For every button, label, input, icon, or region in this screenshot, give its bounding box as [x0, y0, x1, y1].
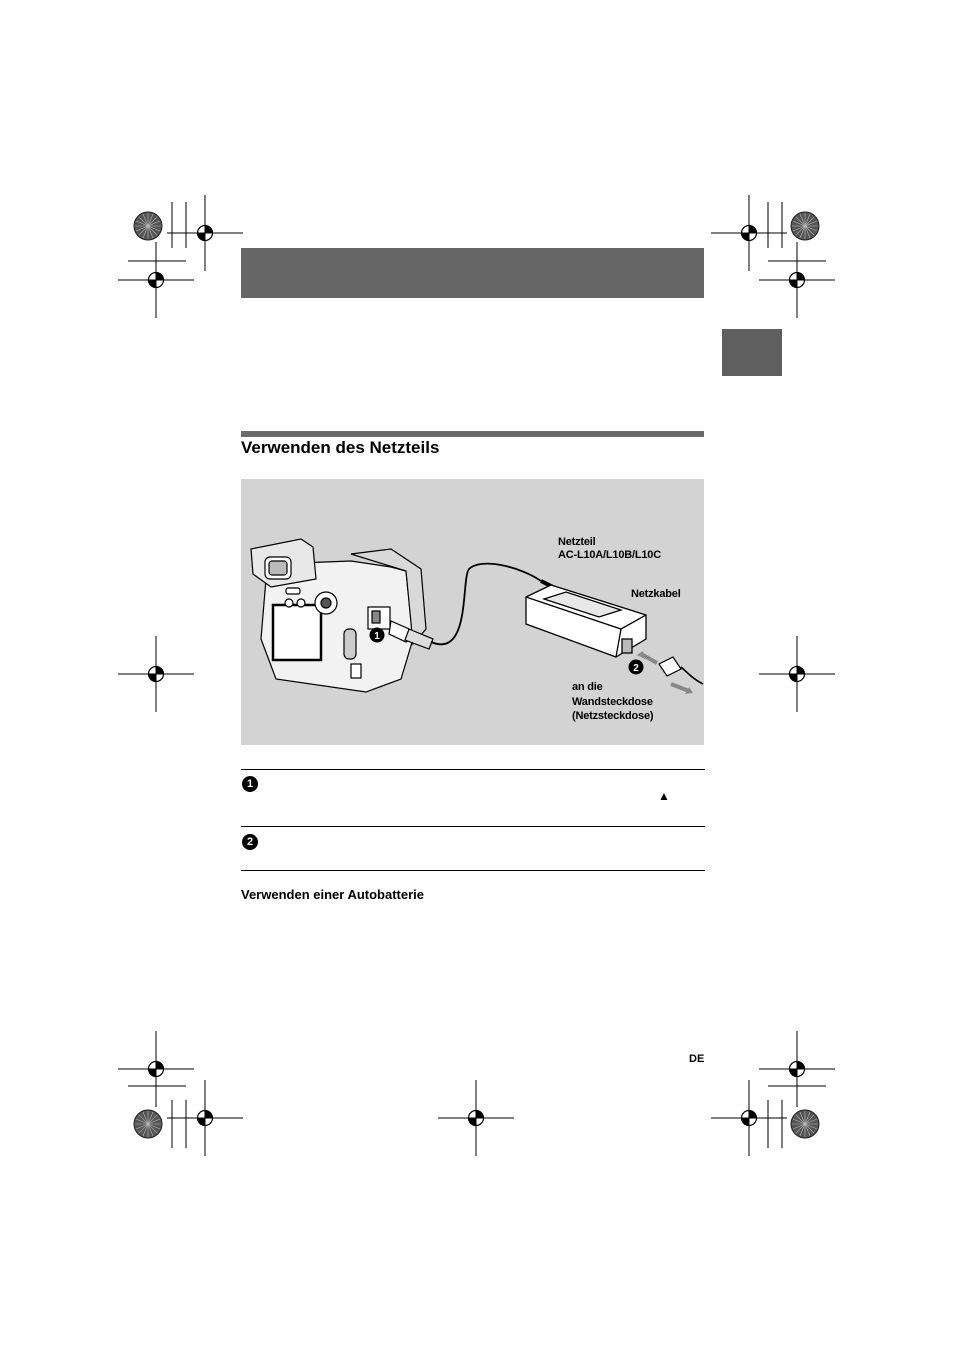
- camera-adapter-illustration: 1 2: [250, 538, 704, 694]
- section-rule: [241, 431, 704, 437]
- language-code: DE: [689, 1053, 705, 1065]
- outlet-label-line1: an die: [572, 681, 603, 693]
- step-rule-top: [241, 769, 705, 770]
- outlet-label-line2: Wandsteckdose: [572, 696, 653, 708]
- subsection-title: Verwenden einer Autobatterie: [241, 887, 425, 902]
- step-rule-bottom: [241, 870, 705, 871]
- chapter-header-bar: [241, 248, 704, 298]
- callout-1-badge: [369, 627, 385, 643]
- illustration-panel: 1 2 Netzteil AC-L10A/L10B/L10C Netzkabel…: [241, 479, 704, 745]
- step-2-badge: 2: [242, 834, 258, 850]
- continue-arrow-icon: ▲: [658, 789, 670, 803]
- step-rule-middle: [241, 826, 705, 827]
- ac-adapter-drawing: [525, 584, 647, 658]
- outlet-label-line3: (Netzsteckdose): [572, 710, 654, 722]
- power-cord-label: Netzkabel: [631, 588, 681, 600]
- chapter-side-tab: [722, 329, 782, 376]
- callout-2-badge: [628, 659, 644, 675]
- adapter-label-line2: AC-L10A/L10B/L10C: [558, 549, 661, 561]
- camera-drawing: [250, 538, 427, 693]
- step-1-badge: 1: [242, 776, 258, 792]
- callout-1-text: 1: [374, 631, 380, 642]
- callout-2-text: 2: [633, 663, 639, 674]
- section-title: Verwenden des Netzteils: [241, 438, 440, 457]
- adapter-label-line1: Netzteil: [558, 536, 596, 548]
